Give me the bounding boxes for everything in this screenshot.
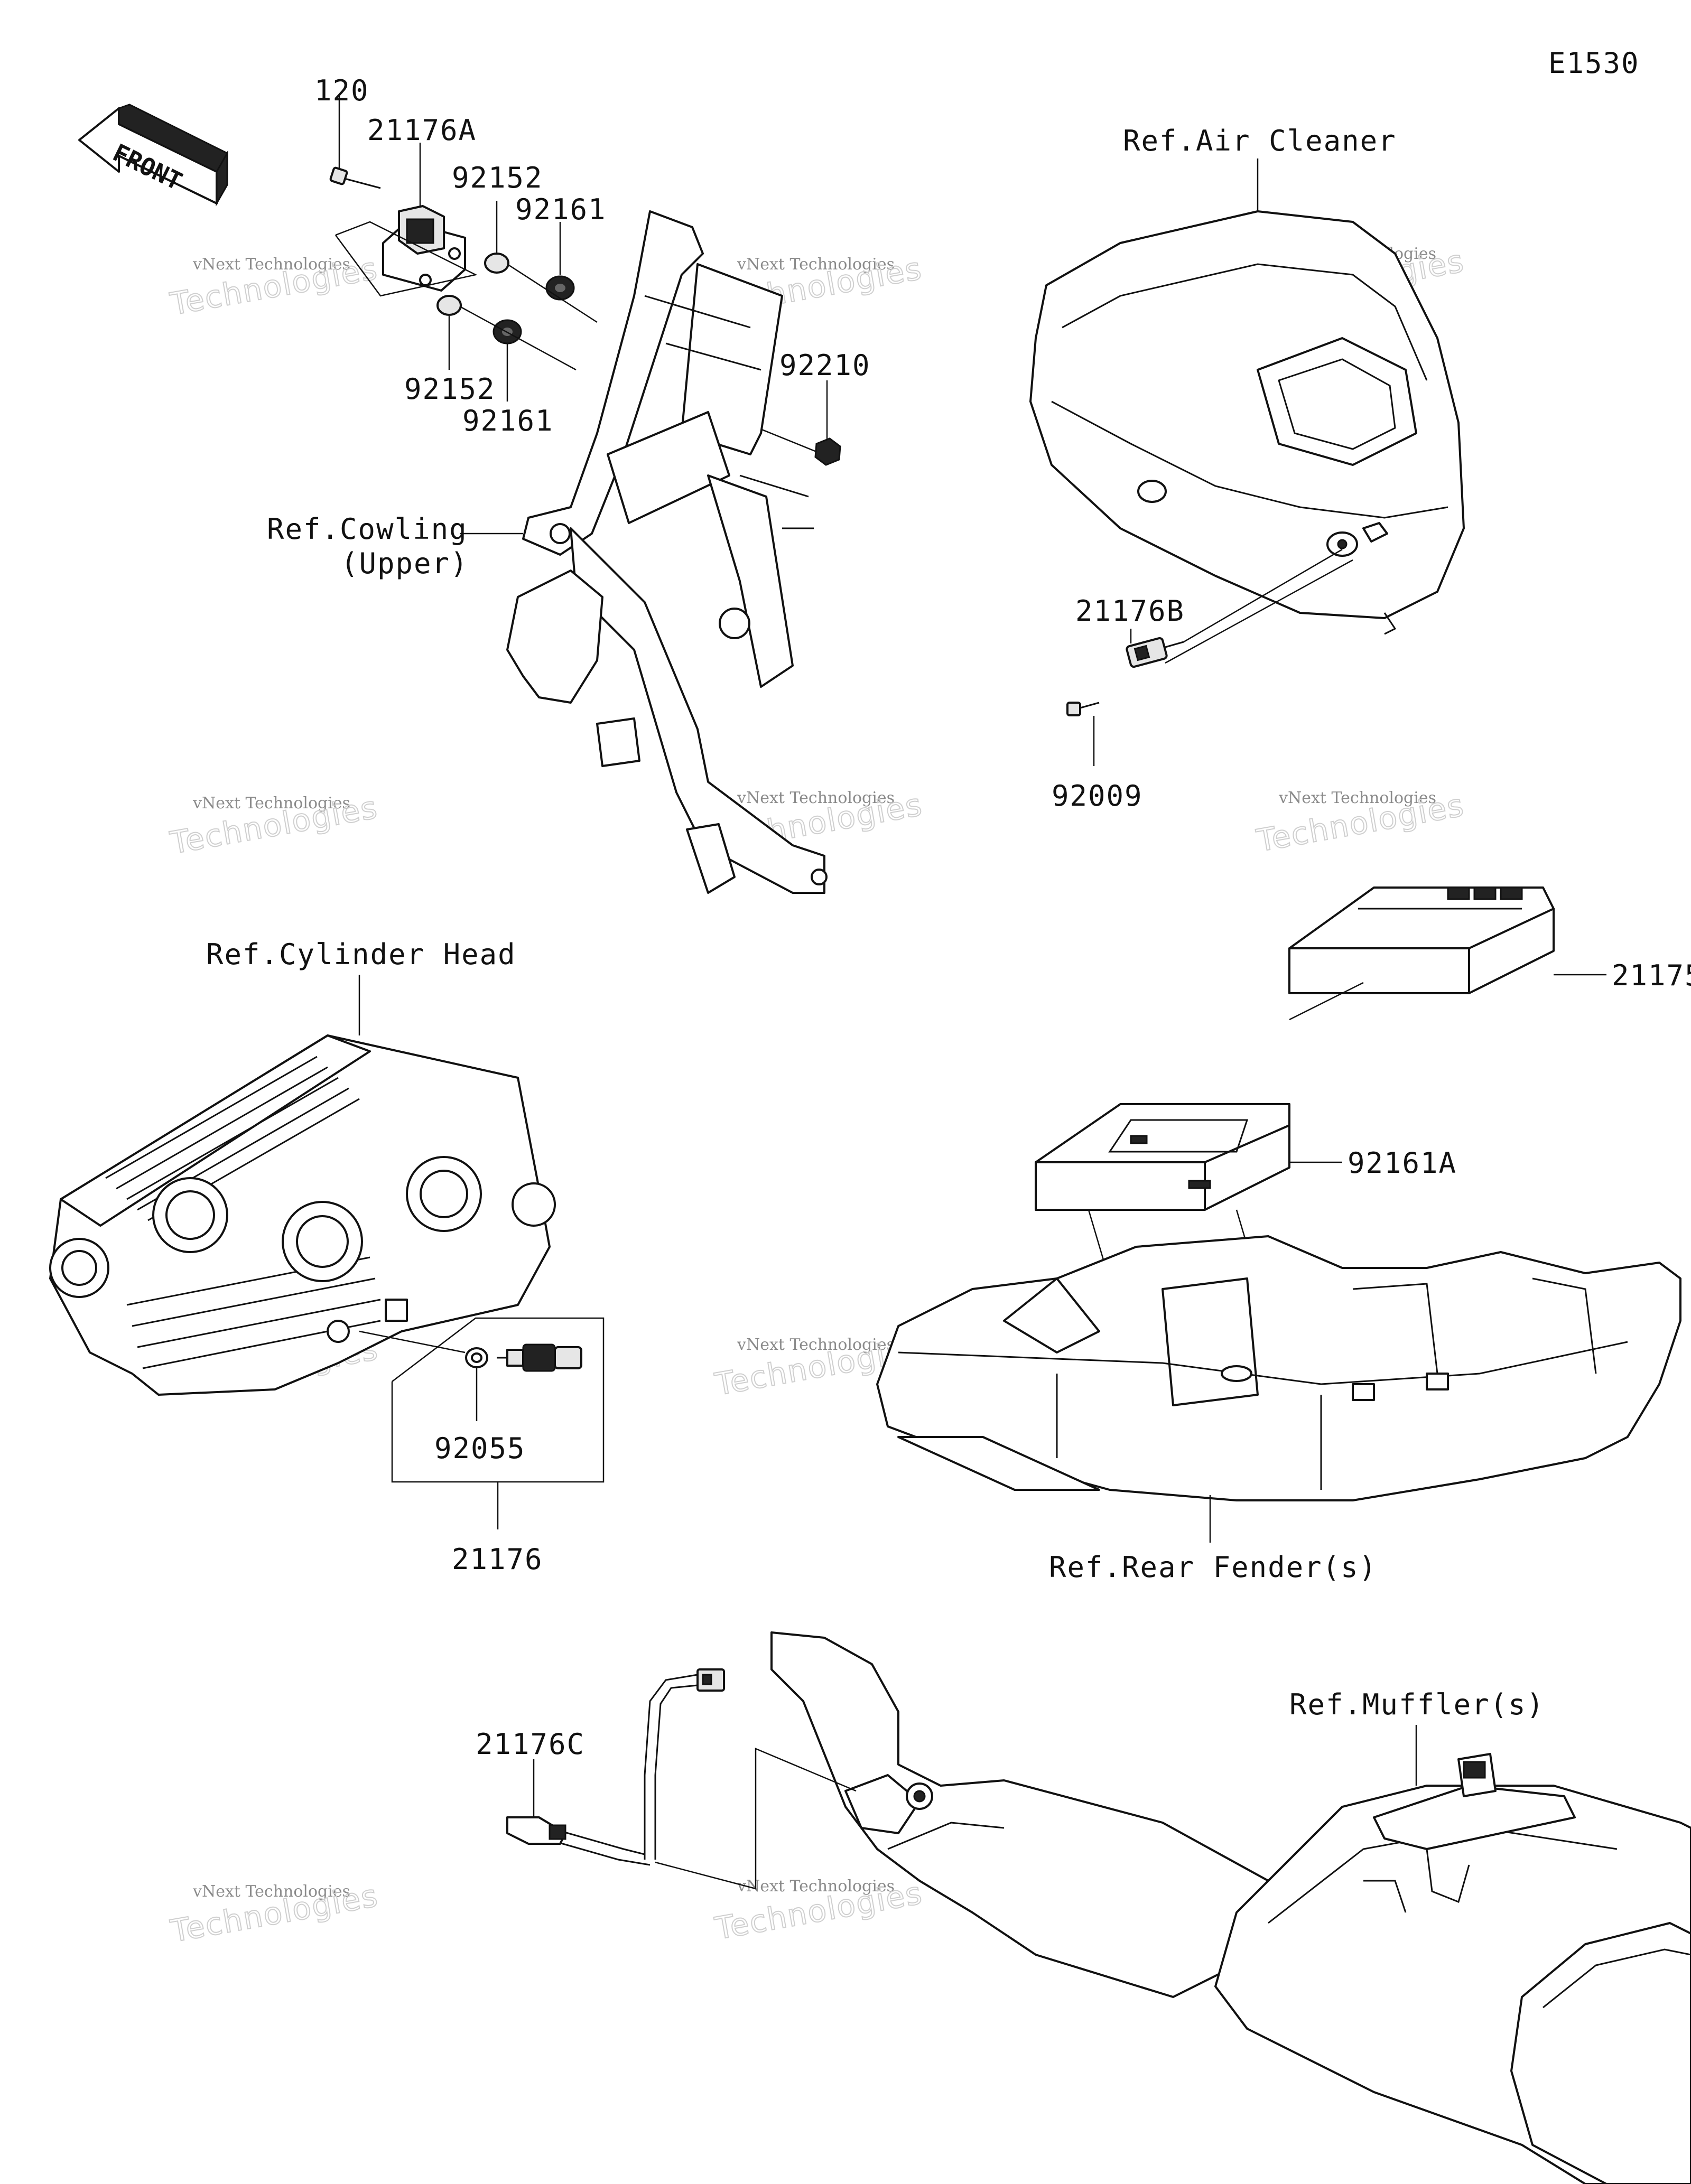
sensor-21176[interactable] <box>497 1343 582 1372</box>
watermark-text: vNext Technologies <box>192 1882 350 1901</box>
damper-92161-top[interactable] <box>545 275 575 301</box>
cylinder-head-assembly: Ref.Cylinder Head <box>49 938 605 1576</box>
ecu-21175A[interactable] <box>1288 886 1555 994</box>
label-damper-92161-top: 92161 <box>515 193 607 226</box>
label-screw-92009: 92009 <box>1052 779 1143 813</box>
bolt-120[interactable] <box>329 166 381 189</box>
washer-92055[interactable] <box>465 1347 488 1368</box>
label-ref-muffler: Ref.Muffler(s) <box>1289 1688 1545 1721</box>
label-ref-rear-fender: Ref.Rear Fender(s) <box>1049 1551 1377 1584</box>
label-ref-air-cleaner: Ref.Air Cleaner <box>1123 124 1397 157</box>
nut-92210[interactable] <box>814 437 841 466</box>
label-collar-92152-bottom: 92152 <box>404 372 496 406</box>
front-arrow-icon: FRONT <box>78 104 229 207</box>
watermark-text: vNext Technologies <box>192 255 350 274</box>
sensor-21176C[interactable] <box>506 1668 725 1866</box>
cylinder-head <box>49 1034 556 1396</box>
watermark-text: vNext Technologies <box>1278 789 1436 807</box>
air-cleaner-assembly: Ref.Air Cleaner 21176B 92009 <box>1029 124 1465 813</box>
collar-92152-top[interactable] <box>484 253 509 274</box>
diagram-code: E1530 <box>1548 46 1640 80</box>
rear-fender <box>876 1235 1681 1501</box>
watermark-text: vNext Technologies <box>737 1877 895 1896</box>
watermark-text: vNext Technologies <box>192 794 350 813</box>
label-sensor-21176C: 21176C <box>476 1728 585 1761</box>
damper-92161A[interactable] <box>1035 1103 1290 1211</box>
cowling-upper-bracket <box>506 210 828 894</box>
sensor-21176B[interactable] <box>1126 637 1184 668</box>
muffler-assembly: Ref.Muffler(s) <box>476 1631 1691 2184</box>
air-cleaner-housing <box>1029 210 1465 635</box>
label-sensor-21176B: 21176B <box>1075 594 1185 628</box>
label-nut-92210: 92210 <box>779 349 871 382</box>
label-washer-92055: 92055 <box>434 1432 526 1465</box>
collar-92152-bottom[interactable] <box>436 295 462 316</box>
label-sensor-21176A: 21176A <box>367 114 477 147</box>
label-bolt-120: 120 <box>314 74 369 107</box>
watermark-row-2: vNext Technologies Technologies vNext Te… <box>167 786 1467 862</box>
label-damper-92161-bottom: 92161 <box>462 404 554 437</box>
label-ref-cylinder-head: Ref.Cylinder Head <box>206 938 516 971</box>
muffler <box>1214 1753 1691 2184</box>
label-damper-92161A: 92161A <box>1348 1146 1457 1180</box>
exhaust-pipe <box>770 1631 1269 1998</box>
watermark-text: vNext Technologies <box>737 1336 895 1354</box>
sensor-21176A-assembly: 120 21176A 92152 92161 92152 <box>267 74 871 894</box>
screw-92009[interactable] <box>1066 702 1100 716</box>
label-ref-cowling: Ref.Cowling <box>267 512 468 546</box>
label-sensor-21176: 21176 <box>452 1543 543 1576</box>
ecu-assembly: 21175/A 92161A Ref <box>876 886 1691 1584</box>
label-ecu-21175A: 21175/A <box>1612 959 1691 992</box>
watermark-text: vNext Technologies <box>737 255 895 274</box>
label-collar-92152-top: 92152 <box>452 161 543 194</box>
label-ref-cowling-upper: (Upper) <box>341 547 469 580</box>
watermark-text: vNext Technologies <box>737 789 895 807</box>
